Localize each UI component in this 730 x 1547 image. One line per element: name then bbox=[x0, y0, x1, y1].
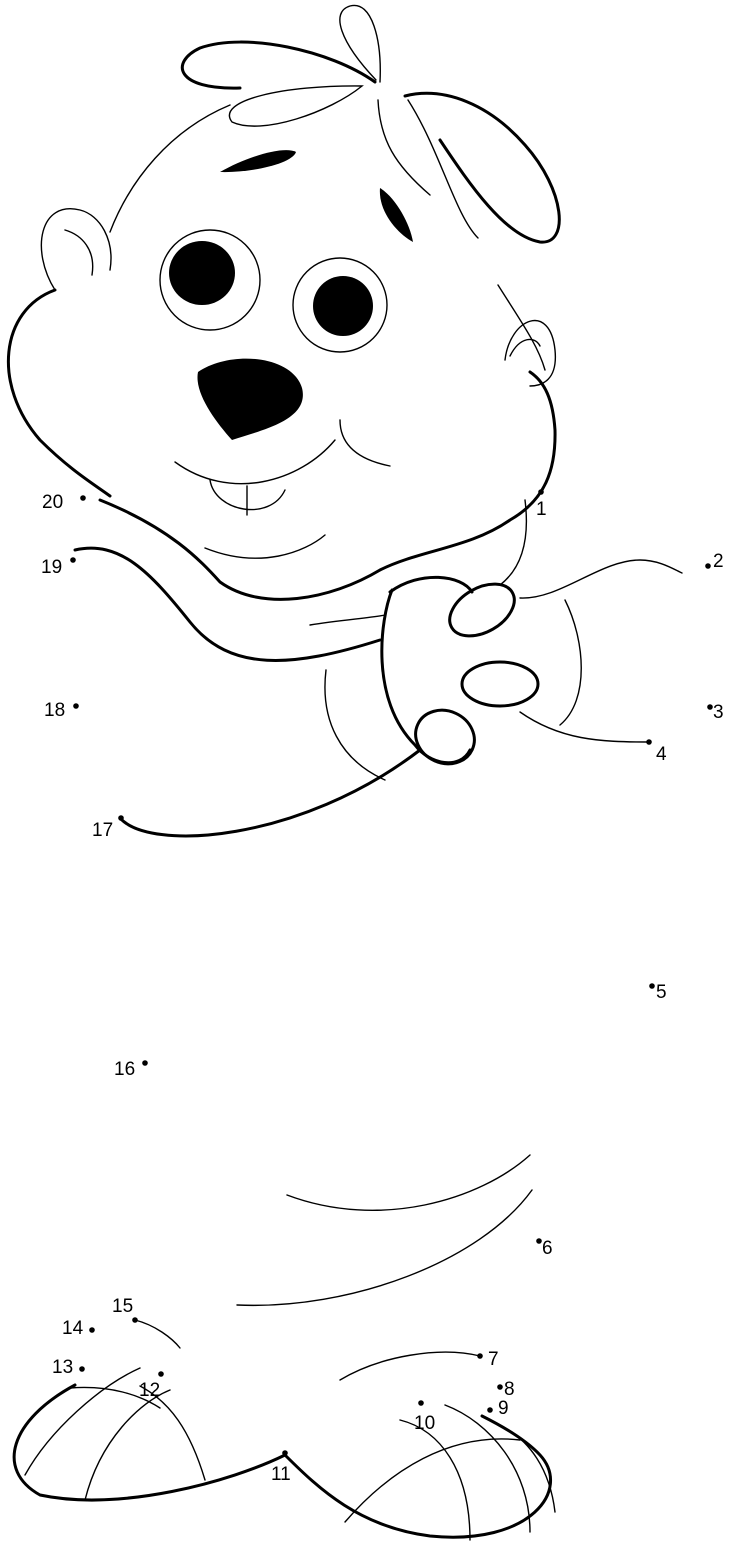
dot-3: 3 bbox=[707, 702, 724, 723]
dot-number: 17 bbox=[92, 820, 113, 841]
hair-bow bbox=[181, 4, 561, 244]
dot-number: 20 bbox=[42, 492, 63, 513]
nose bbox=[197, 358, 303, 440]
dot-marker bbox=[73, 703, 79, 709]
dot-17: 17 bbox=[92, 815, 124, 841]
dot-number: 19 bbox=[41, 557, 62, 578]
dot-number: 9 bbox=[498, 1398, 509, 1419]
dot-marker bbox=[142, 1060, 148, 1066]
dot-13: 13 bbox=[52, 1357, 85, 1378]
dot-number: 8 bbox=[504, 1379, 515, 1400]
dot-marker bbox=[79, 1366, 85, 1372]
dot-number: 11 bbox=[271, 1464, 291, 1485]
dot-marker bbox=[70, 557, 76, 563]
dot-number: 18 bbox=[44, 700, 65, 721]
right-eye bbox=[292, 257, 388, 353]
dot-16: 16 bbox=[114, 1059, 148, 1080]
dot-7: 7 bbox=[477, 1349, 499, 1370]
dot-1: 1 bbox=[536, 489, 547, 520]
dot-number: 14 bbox=[62, 1318, 84, 1339]
dot-2: 2 bbox=[705, 551, 724, 572]
dot-marker bbox=[707, 704, 713, 710]
dot-marker bbox=[646, 739, 652, 745]
dot-number: 4 bbox=[656, 744, 667, 765]
dot-number: 2 bbox=[713, 551, 724, 572]
body-and-hands bbox=[118, 499, 683, 1307]
dot-marker bbox=[536, 1238, 542, 1244]
dot-number: 1 bbox=[536, 499, 547, 520]
dot-number: 10 bbox=[414, 1413, 435, 1434]
dot-5: 5 bbox=[649, 982, 667, 1003]
left-eye bbox=[159, 229, 261, 331]
dot-number: 15 bbox=[112, 1296, 133, 1317]
dot-9: 9 bbox=[487, 1398, 509, 1419]
dot-number: 13 bbox=[52, 1357, 73, 1378]
dot-marker bbox=[80, 495, 86, 501]
dot-14: 14 bbox=[62, 1318, 95, 1339]
dot-number: 7 bbox=[488, 1349, 499, 1370]
dot-marker bbox=[497, 1384, 503, 1390]
dot-marker bbox=[538, 489, 544, 495]
dot-number: 16 bbox=[114, 1059, 135, 1080]
dot-marker bbox=[418, 1400, 424, 1406]
dot-number: 3 bbox=[713, 702, 724, 723]
dot-19: 19 bbox=[41, 557, 76, 578]
dot-marker bbox=[487, 1407, 493, 1413]
dot-marker bbox=[158, 1371, 164, 1377]
dot-number: 12 bbox=[139, 1380, 160, 1401]
dot-18: 18 bbox=[44, 700, 79, 721]
dot-6: 6 bbox=[536, 1238, 553, 1259]
shoes bbox=[12, 1319, 556, 1541]
dot-11: 11 bbox=[271, 1450, 291, 1485]
dot-marker bbox=[282, 1450, 288, 1456]
dot-8: 8 bbox=[497, 1379, 515, 1400]
dot-12: 12 bbox=[139, 1371, 164, 1401]
dot-number: 5 bbox=[656, 982, 667, 1003]
dot-marker bbox=[477, 1353, 483, 1359]
dot-marker bbox=[118, 815, 124, 821]
head bbox=[6, 104, 557, 662]
dot-marker bbox=[89, 1327, 95, 1333]
dot-20: 20 bbox=[42, 492, 86, 513]
dot-10: 10 bbox=[414, 1400, 435, 1434]
dot-4: 4 bbox=[646, 739, 667, 765]
dot-15: 15 bbox=[112, 1296, 138, 1323]
dot-marker bbox=[132, 1317, 138, 1323]
dot-marker bbox=[705, 563, 711, 569]
dot-number: 6 bbox=[542, 1238, 553, 1259]
dot-marker bbox=[649, 983, 655, 989]
